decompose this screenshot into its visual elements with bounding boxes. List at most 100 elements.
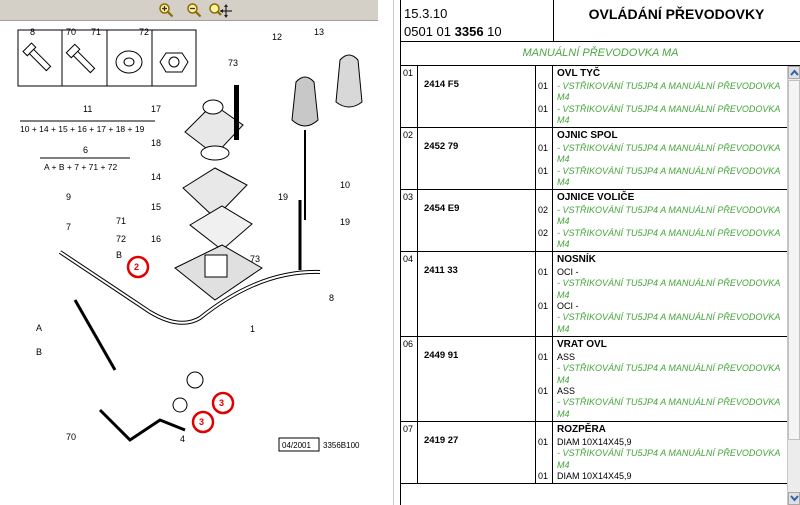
parts-row[interactable]: 01 2414 F5 OVL TYČ 01 - VSTŘIKOVÁNÍ TU5JP4 A…: [401, 66, 787, 128]
linkage-rod: [58, 200, 321, 442]
line-qty: 01: [538, 352, 549, 362]
parts-list: 01 2414 F5 OVL TYČ 01 - VSTŘIKOVÁNÍ TU5JP4 A…: [401, 66, 787, 505]
callout: 17: [151, 104, 161, 114]
parts-header: 15.3.10 0501 01 3356 10 OVLÁDÁNÍ PŘEVODO…: [401, 0, 800, 42]
line-text: - VSTŘIKOVÁNÍ TU5JP4 A MANUÁLNÍ PŘEVODOV…: [557, 165, 781, 176]
part-number-cell: 2414 F5: [418, 66, 536, 127]
row-number: 02: [401, 128, 418, 189]
qty-column: [536, 422, 553, 483]
formula-6: A + B + 7 + 71 + 72: [44, 162, 118, 172]
line-text: - VSTŘIKOVÁNÍ TU5JP4 A MANUÁLNÍ PŘEVODOV…: [557, 278, 781, 289]
callout: 3: [199, 417, 204, 427]
line-text: DIAM 10X14X45,9: [557, 437, 632, 447]
line-text: - VSTŘIKOVÁNÍ TU5JP4 A MANUÁLNÍ PŘEVODOV…: [557, 227, 781, 238]
line-text: M4: [557, 459, 570, 470]
part-number[interactable]: 2452 79: [424, 141, 459, 152]
line-text: M4: [557, 408, 570, 419]
part-number-cell: 2411 33: [418, 252, 536, 336]
callout: 18: [151, 138, 161, 148]
line-text: ASS: [557, 352, 576, 362]
line-text: M4: [557, 374, 570, 385]
callout: 11: [83, 104, 92, 114]
line-text: DIAM 10X14X45,9: [557, 470, 632, 481]
line-qty: 01: [538, 103, 549, 114]
code-bold: 3356: [454, 24, 484, 39]
header-date: 15.3.10: [404, 6, 448, 21]
highlight-circle-2: [126, 255, 150, 279]
section-subtitle: MANUÁLNÍ PŘEVODOVKA MA: [401, 42, 800, 66]
scroll-down-button[interactable]: [788, 492, 800, 505]
part-number[interactable]: 2449 91: [424, 350, 459, 361]
pane-splitter[interactable]: [393, 0, 401, 505]
line-qty: 01: [538, 267, 549, 277]
line-text: - VSTŘIKOVÁNÍ TU5JP4 A MANUÁLNÍ PŘEVODOV…: [557, 448, 781, 459]
chevron-up-icon: [790, 69, 799, 76]
page-title: OVLÁDÁNÍ PŘEVODOVKY: [588, 6, 765, 22]
part-number[interactable]: 2411 33: [424, 265, 458, 276]
header-code: 0501 01 3356 10: [404, 24, 502, 39]
part-number-cell: 2452 79: [418, 128, 536, 189]
part-number-cell: 2449 91: [418, 337, 536, 421]
callout: 73: [250, 254, 260, 264]
callout: 4: [180, 434, 185, 444]
callout-labels: 8 70 71 72 73 12 13 11 6 17 18 14 15 16 …: [20, 27, 350, 444]
line-text: M4: [557, 176, 570, 187]
part-name: OVL TYČ: [557, 68, 601, 79]
row-number: 07: [401, 422, 418, 483]
scroll-thumb[interactable]: [788, 80, 800, 440]
line-text: M4: [557, 92, 570, 103]
callout: 15: [151, 202, 161, 212]
zoom-pan-icon[interactable]: [208, 2, 232, 18]
callout: 70: [66, 27, 76, 37]
part-number[interactable]: 2419 27: [424, 435, 459, 446]
callout: 71: [116, 216, 126, 226]
callout: 72: [116, 234, 126, 244]
parts-scrollbar[interactable]: [787, 66, 800, 505]
highlight-circle-3b: [191, 410, 215, 434]
scroll-up-button[interactable]: [788, 66, 800, 79]
callout: 13: [314, 27, 324, 37]
gear-knob-12: [291, 76, 319, 220]
callout: 8: [329, 293, 334, 303]
callout: A: [36, 323, 42, 333]
part-number-cell: 2454 E9: [418, 190, 536, 251]
qty-column: [536, 128, 553, 189]
callout: 1: [250, 324, 255, 334]
callout: 16: [151, 234, 161, 244]
callout: 12: [272, 32, 282, 42]
part-number[interactable]: 2414 F5: [424, 79, 459, 90]
chevron-down-icon: [790, 495, 799, 502]
header-info: 15.3.10 0501 01 3356 10: [401, 0, 554, 41]
callout: 73: [228, 58, 238, 68]
fastener-box: [17, 29, 197, 87]
part-name: OJNIC SPOL: [557, 130, 618, 141]
callout: B: [116, 250, 122, 260]
part-name: NOSNÍK: [557, 254, 596, 265]
code-prefix: 0501 01: [404, 24, 451, 39]
gear-knob-13: [335, 54, 363, 108]
line-text: M4: [557, 238, 570, 249]
line-text: - VSTŘIKOVÁNÍ TU5JP4 A MANUÁLNÍ PŘEVODOV…: [557, 103, 781, 114]
stamp-date: 04/2001: [282, 441, 311, 450]
highlight-circle-3a: [211, 391, 235, 415]
callout: 72: [139, 27, 149, 37]
description-cell: OVL TYČ 01 - VSTŘIKOVÁNÍ TU5JP4 A MANUÁLNÍ…: [538, 66, 787, 127]
qty-column: [536, 190, 553, 251]
line-text: - VSTŘIKOVÁNÍ TU5JP4 A MANUÁLNÍ PŘEVODOV…: [557, 205, 781, 215]
line-text: M4: [557, 323, 570, 334]
zoom-out-icon[interactable]: [186, 2, 202, 18]
line-text: - VSTŘIKOVÁNÍ TU5JP4 A MANUÁLNÍ PŘEVODOV…: [557, 143, 781, 153]
line-text: - VSTŘIKOVÁNÍ TU5JP4 A MANUÁLNÍ PŘEVODOV…: [557, 363, 781, 374]
line-qty: 01: [538, 470, 549, 481]
zoom-in-icon[interactable]: [158, 2, 174, 18]
part-number[interactable]: 2454 E9: [424, 203, 460, 214]
